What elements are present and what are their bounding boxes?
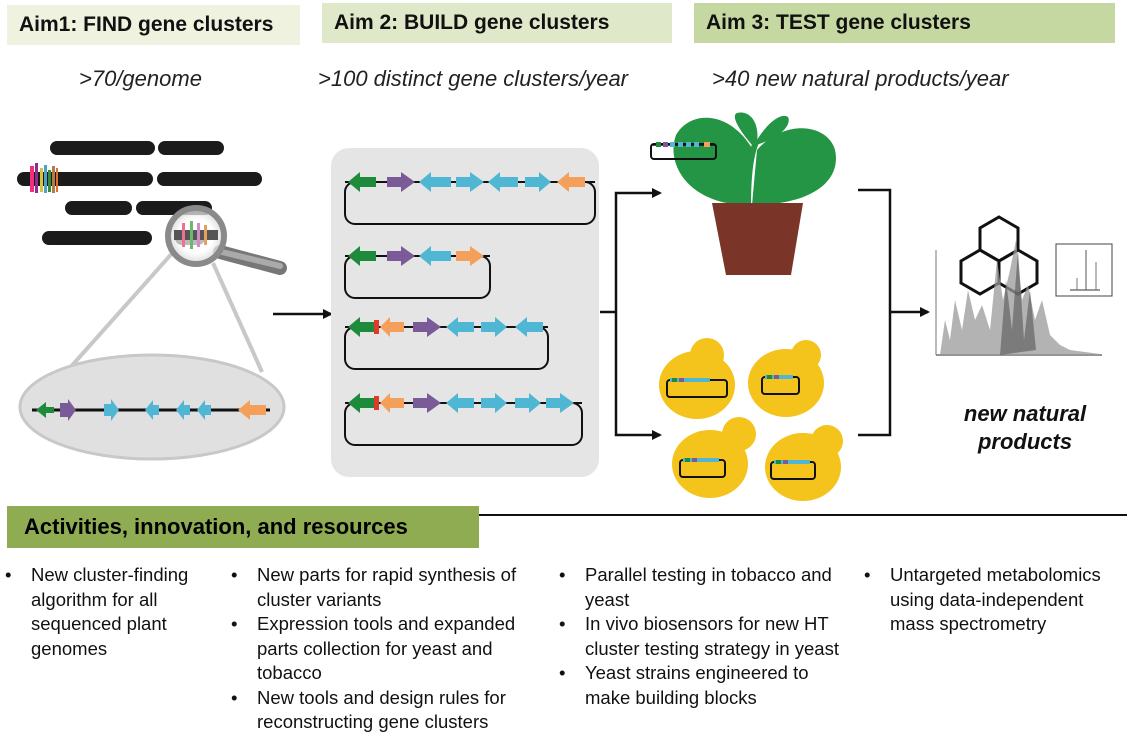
construct-2: [344, 246, 491, 299]
yeast-cell-4: [765, 425, 843, 501]
activity-item: Untargeted metabolomics using data-indep…: [864, 563, 1127, 637]
activity-item: New parts for rapid synthesis of cluster…: [231, 563, 551, 612]
new-natural-products-label: new natural products: [930, 400, 1120, 456]
activity-item: Parallel testing in tobacco and yeast: [559, 563, 849, 612]
chromosome-bars: [17, 141, 262, 245]
activities-column-1: New cluster-finding algorithm for all se…: [5, 563, 213, 661]
activity-item: New tools and design rules for reconstru…: [231, 686, 551, 735]
aim3-header: Aim 3: TEST gene clusters: [694, 3, 1115, 43]
activities-column-4: Untargeted metabolomics using data-indep…: [864, 563, 1127, 637]
outcome-line-1: new natural: [963, 401, 1087, 426]
yeast-cell-2: [748, 340, 824, 417]
activities-header: Activities, innovation, and resources: [7, 506, 479, 548]
aim1-header: Aim1: FIND gene clusters: [7, 5, 300, 45]
construct-1: [344, 172, 596, 225]
aim2-subtitle: >100 distinct gene clusters/year: [318, 66, 629, 91]
zoomed-gene-cluster: [32, 399, 270, 421]
aim3-subtitle: >40 new natural products/year: [712, 66, 1009, 91]
arrow-build-to-test: [600, 188, 662, 440]
arrow-test-to-products: [858, 188, 930, 437]
activities-column-2: New parts for rapid synthesis of cluster…: [231, 563, 551, 735]
gene-cluster-marks: [30, 163, 58, 193]
construct-3: [344, 317, 549, 370]
activity-item: Yeast strains engineered to make buildin…: [559, 661, 849, 710]
tobacco-plant-icon: [673, 112, 836, 275]
outcome-line-2: products: [977, 429, 1073, 454]
build-panel: [331, 148, 599, 477]
aim1-subtitle: >70/genome: [79, 66, 202, 91]
activity-item: New cluster-finding algorithm for all se…: [5, 563, 213, 661]
activity-item: Expression tools and expanded parts coll…: [231, 612, 551, 686]
plant-plasmid-icon: [650, 142, 717, 160]
activities-column-3: Parallel testing in tobacco and yeast In…: [559, 563, 849, 710]
yeast-cell-1: [659, 338, 735, 419]
yeast-cell-3: [672, 417, 756, 498]
aim2-header: Aim 2: BUILD gene clusters: [322, 3, 672, 43]
construct-4: [344, 393, 583, 446]
mass-spectrum-icon: [935, 240, 1113, 356]
magnifying-glass-icon: [165, 205, 287, 275]
activity-item: In vivo biosensors for new HT cluster te…: [559, 612, 849, 661]
activities-divider: [7, 514, 1127, 516]
